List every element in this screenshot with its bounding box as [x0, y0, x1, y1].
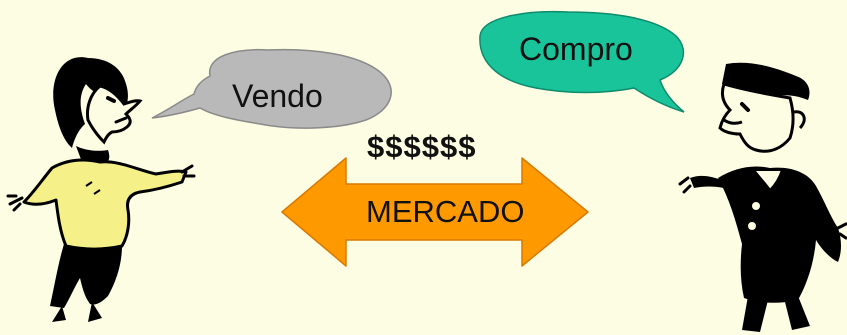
market-arrow-label: MERCADO: [366, 194, 525, 229]
man-buyer-icon: [678, 62, 847, 332]
buyer-speech-bubble: [479, 10, 685, 113]
seller-speech-bubble: [151, 48, 392, 129]
market-double-arrow: [281, 157, 589, 267]
money-label: $$$$$$: [367, 129, 477, 164]
woman-seller-icon: [6, 57, 196, 322]
buyer-bubble-label: Compro: [519, 31, 633, 67]
seller-bubble-label: Vendo: [232, 78, 323, 114]
